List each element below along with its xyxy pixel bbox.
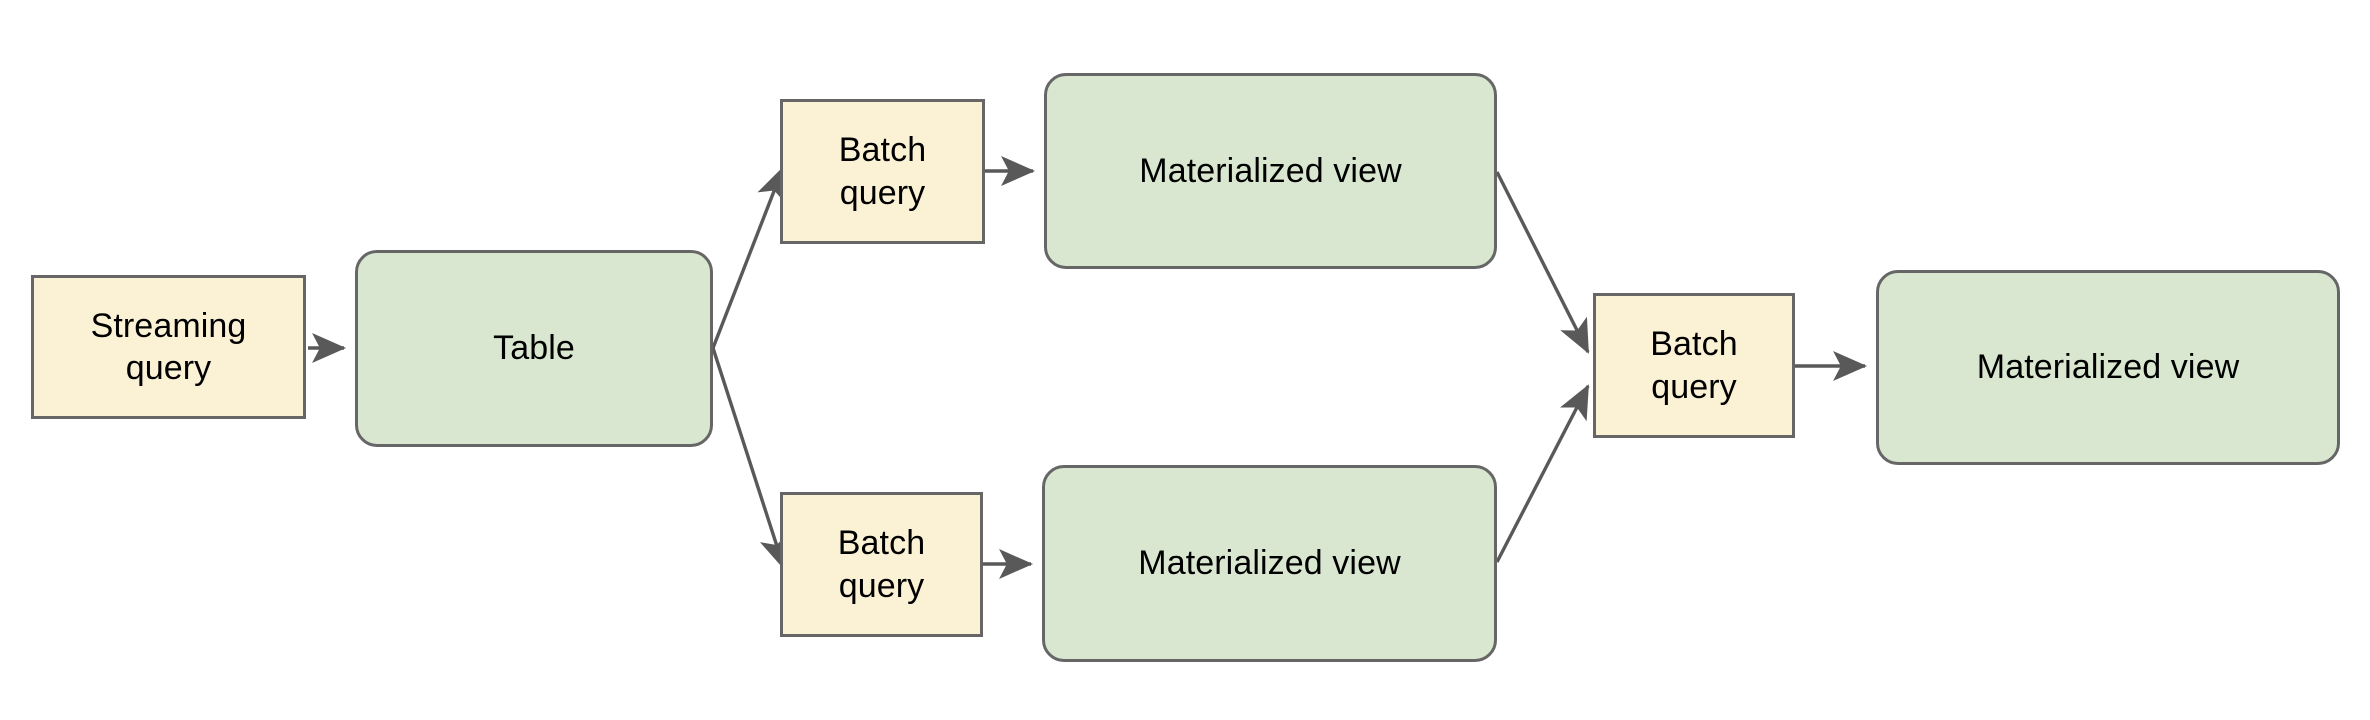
- node-batch-query-bottom[interactable]: Batch query: [780, 492, 983, 637]
- node-label: Materialized view: [1138, 544, 1401, 583]
- node-materialized-view-bottom[interactable]: Materialized view: [1042, 465, 1497, 662]
- node-batch-query-join[interactable]: Batch query: [1593, 293, 1795, 438]
- node-label: Batch query: [838, 131, 927, 212]
- node-label: Materialized view: [1139, 151, 1402, 190]
- node-streaming-query[interactable]: Streaming query: [31, 275, 306, 419]
- edge-materialized-view-top-to-batch-query-join: [1495, 171, 1590, 354]
- edge-table-to-batch-query-top: [711, 166, 786, 349]
- edge-table-to-batch-query-bottom: [711, 347, 789, 570]
- node-label: Streaming query: [90, 306, 247, 387]
- node-label: Materialized view: [1976, 348, 2240, 387]
- edge-materialized-view-bottom-to-batch-query-join: [1495, 384, 1590, 563]
- node-batch-query-top[interactable]: Batch query: [780, 99, 985, 244]
- node-label: Batch query: [1650, 325, 1738, 406]
- node-table[interactable]: Table: [355, 250, 713, 447]
- node-materialized-view-top[interactable]: Materialized view: [1044, 73, 1497, 269]
- node-label: Table: [493, 329, 575, 368]
- node-label: Batch query: [837, 524, 926, 605]
- node-materialized-view-final[interactable]: Materialized view: [1876, 270, 2340, 465]
